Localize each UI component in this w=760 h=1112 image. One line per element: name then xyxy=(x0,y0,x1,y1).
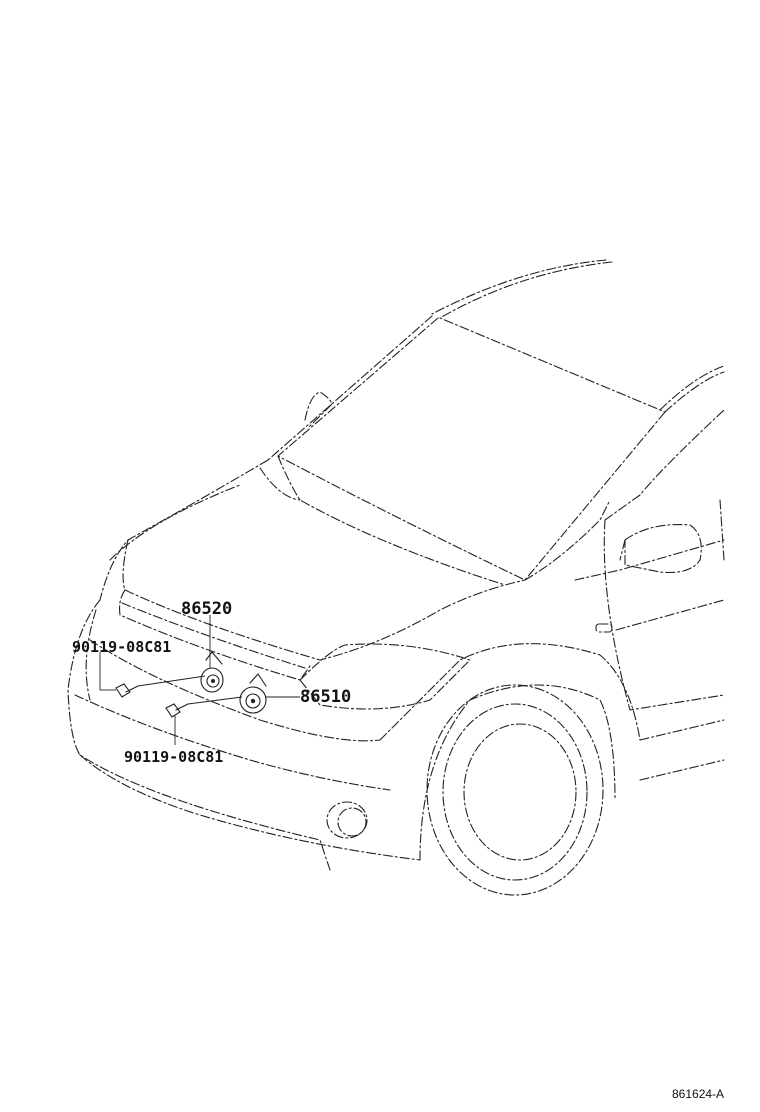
callout-bolt-lower: 90119-08C81 xyxy=(124,748,223,766)
horn-low-part xyxy=(239,673,267,714)
leader-lines xyxy=(99,615,300,745)
callout-86520: 86520 xyxy=(181,599,232,619)
bolt-upper-part xyxy=(115,683,139,698)
figure-reference: 861624-A xyxy=(672,1087,724,1101)
callout-bolt-upper: 90119-08C81 xyxy=(72,638,171,656)
callout-86510: 86510 xyxy=(300,687,351,707)
bolt-lower-part xyxy=(165,703,189,718)
vehicle-outline xyxy=(67,259,725,896)
horn-high-part xyxy=(200,651,224,693)
